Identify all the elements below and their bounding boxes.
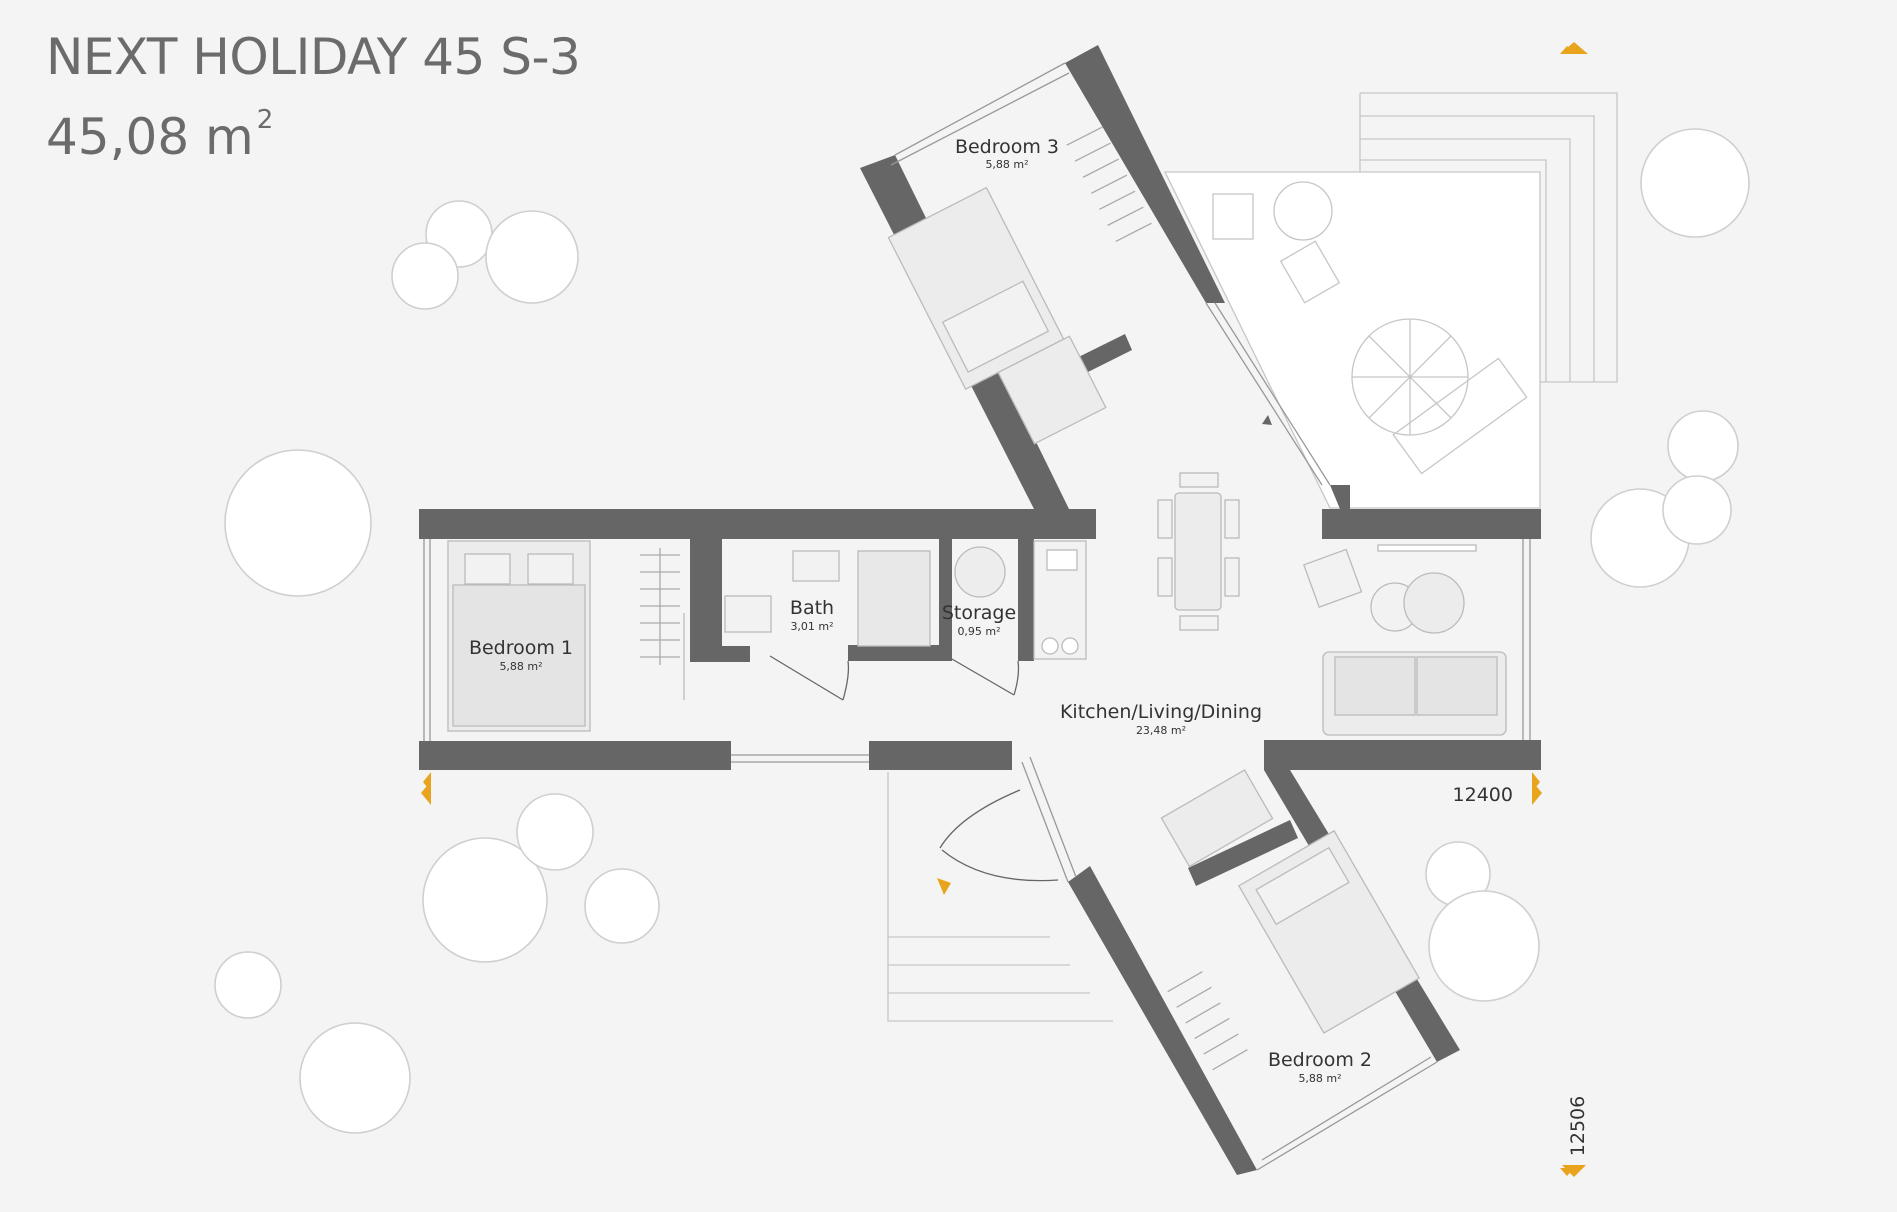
wardrobe-icon xyxy=(1167,971,1248,1071)
storage-name: Storage xyxy=(942,602,1016,624)
marker-right-icon-2 xyxy=(1532,781,1542,805)
bedroom2-name: Bedroom 2 xyxy=(1268,1049,1372,1071)
bedroom2-area: 5,88 m² xyxy=(1298,1072,1341,1085)
arrow-icon xyxy=(1262,415,1272,425)
bedroom1-area: 5,88 m² xyxy=(499,660,542,673)
bath-door xyxy=(769,655,850,701)
tree-icon xyxy=(224,449,372,597)
tree-icon xyxy=(584,868,660,944)
stove-icon xyxy=(1041,637,1059,655)
windows xyxy=(423,62,1531,1171)
marker-entrance-icon xyxy=(937,878,951,895)
shower-icon xyxy=(857,550,931,647)
tree-icon xyxy=(1428,890,1540,1002)
toilet-icon xyxy=(724,595,772,633)
trees xyxy=(214,128,1750,1134)
entrance-door xyxy=(939,789,1059,882)
boiler-icon xyxy=(954,546,1006,598)
wardrobe-icon xyxy=(640,548,685,700)
dining-table xyxy=(1174,492,1222,611)
dimension-width: 12400 xyxy=(1453,784,1513,806)
plan-area-superscript: 2 xyxy=(256,105,274,135)
wardrobe-icon xyxy=(1066,126,1152,242)
tree-icon xyxy=(299,1022,411,1134)
dimension-depth: 12506 xyxy=(1567,1096,1589,1156)
bedroom1-name: Bedroom 1 xyxy=(469,637,573,659)
marker-left-icon-2 xyxy=(421,781,431,805)
bedroom3-area: 5,88 m² xyxy=(985,158,1028,171)
marker-bottom-icon-2 xyxy=(1562,1165,1586,1177)
tree-icon xyxy=(516,793,594,871)
tree-icon xyxy=(1662,475,1732,545)
bedroom3-name: Bedroom 3 xyxy=(955,136,1059,158)
sink-icon xyxy=(792,550,840,582)
tree-icon xyxy=(214,951,282,1019)
terrace-top xyxy=(1163,92,1618,509)
tree-icon xyxy=(422,837,548,963)
plan-area-value: 45,08 m xyxy=(46,108,254,166)
storage-door xyxy=(944,654,1020,696)
storage-area: 0,95 m² xyxy=(957,625,1000,638)
tree-icon xyxy=(1667,410,1739,482)
marker-top-icon-2 xyxy=(1560,42,1588,54)
tree-icon xyxy=(391,242,459,310)
plan-title: NEXT HOLIDAY 45 S-3 xyxy=(46,28,581,86)
bath-area: 3,01 m² xyxy=(790,620,833,633)
entrance-steps xyxy=(887,772,1113,1022)
tree-icon xyxy=(485,210,579,304)
bath-name: Bath xyxy=(790,597,834,619)
furniture xyxy=(447,126,1507,1071)
kitchen-area: 23,48 m² xyxy=(1136,724,1186,737)
doors xyxy=(769,654,1059,882)
armchair-icon xyxy=(1302,548,1363,608)
kitchen-name: Kitchen/Living/Dining xyxy=(1060,701,1262,723)
tree-icon xyxy=(1640,128,1750,238)
